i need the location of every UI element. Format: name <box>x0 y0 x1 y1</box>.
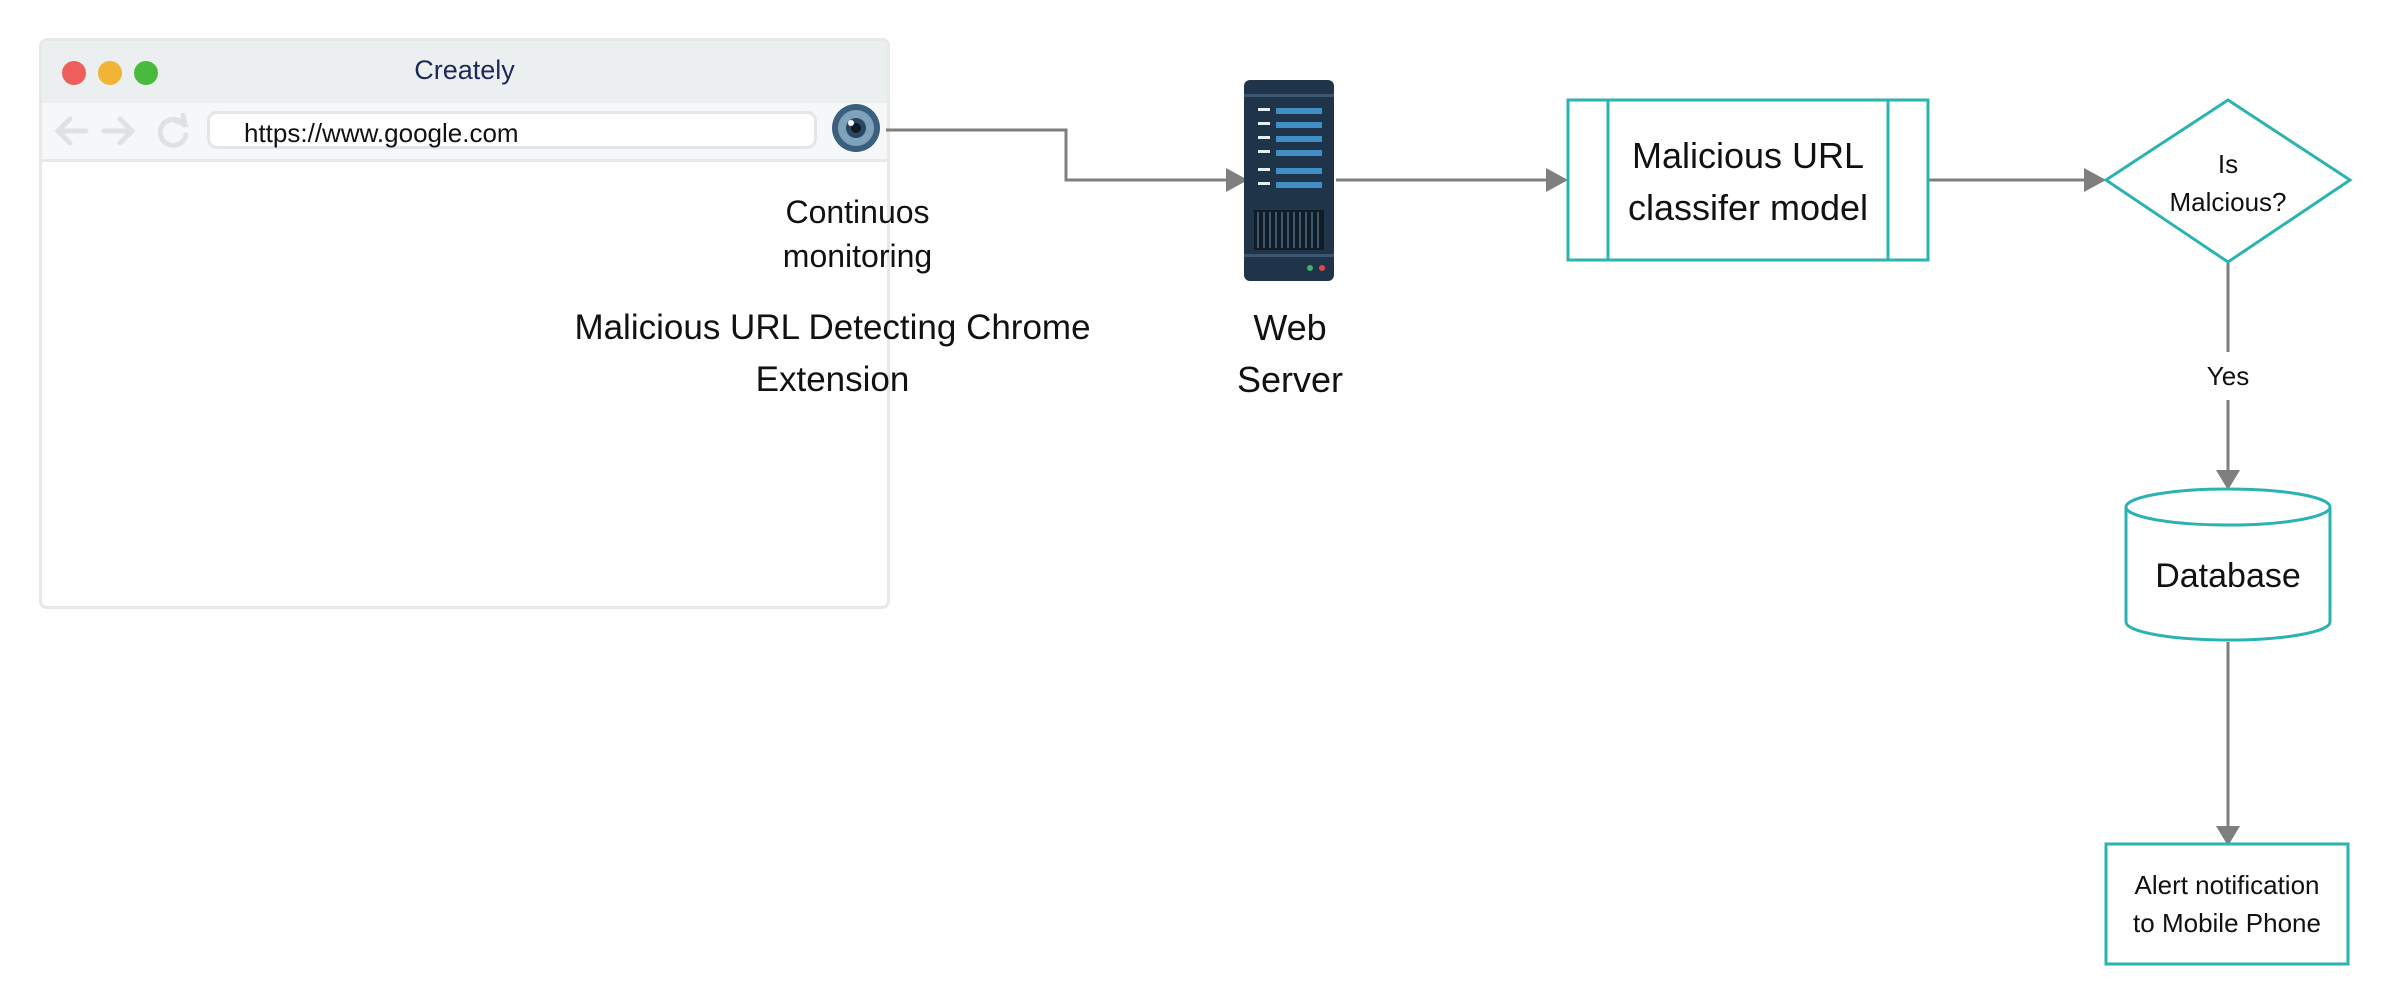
classifier-label: Malicious URL classifer model <box>1610 130 1886 234</box>
nav-icons <box>54 113 189 148</box>
monitoring-label-line1: Continuos <box>785 194 930 230</box>
alert-label: Alert notification to Mobile Phone <box>2108 866 2346 942</box>
arrowhead-server <box>1226 168 1248 192</box>
classifier-label-line1: Malicious URL <box>1631 135 1865 176</box>
alert-label-line2: to Mobile Phone <box>2133 908 2321 938</box>
decision-label-line1: Is <box>2217 149 2239 179</box>
reload-icon[interactable] <box>157 113 189 148</box>
arrowhead-decision <box>2084 168 2106 192</box>
extension-label-line2: Extension <box>755 360 910 399</box>
browser-toolbar: https://www.google.com <box>42 103 887 162</box>
browser-titlebar: Creately <box>42 41 887 103</box>
extension-label: Malicious URL Detecting Chrome Extension <box>520 302 1145 406</box>
browser-title: Creately <box>414 55 515 85</box>
maximize-dot-icon[interactable] <box>134 61 158 85</box>
monitoring-label: Continuos monitoring <box>720 190 995 278</box>
decision-label: Is Malcious? <box>2128 145 2328 221</box>
database-cylinder <box>2124 487 2332 642</box>
extension-label-line1: Malicious URL Detecting Chrome <box>574 308 1091 347</box>
forward-arrow-icon[interactable] <box>101 116 136 146</box>
close-dot-icon[interactable] <box>62 61 86 85</box>
classifier-box <box>1566 98 1930 262</box>
yes-label: Yes <box>2178 358 2278 394</box>
alert-label-line1: Alert notification <box>2134 870 2320 900</box>
url-input[interactable]: https://www.google.com <box>207 111 817 149</box>
connector-extension-to-server <box>886 128 1236 182</box>
decision-label-line2: Malcious? <box>2169 187 2287 217</box>
back-arrow-icon[interactable] <box>54 116 89 146</box>
minimize-dot-icon[interactable] <box>98 61 122 85</box>
server-label: Web Server <box>1190 302 1390 406</box>
eye-icon[interactable] <box>832 104 880 152</box>
server-icon <box>1244 80 1334 281</box>
server-label-line2: Server <box>1236 359 1344 400</box>
classifier-label-line2: classifer model <box>1627 187 1869 228</box>
alert-box <box>2104 842 2350 966</box>
arrowhead-classifier <box>1546 168 1568 192</box>
monitoring-label-line2: monitoring <box>782 238 933 274</box>
decision-diamond <box>2103 98 2353 264</box>
database-label: Database <box>2155 557 2301 595</box>
browser-window: Creately https://www.google.com <box>39 38 890 609</box>
arrowhead-alert <box>2216 826 2240 846</box>
arrowhead-database <box>2216 470 2240 490</box>
server-label-line1: Web <box>1253 307 1327 348</box>
